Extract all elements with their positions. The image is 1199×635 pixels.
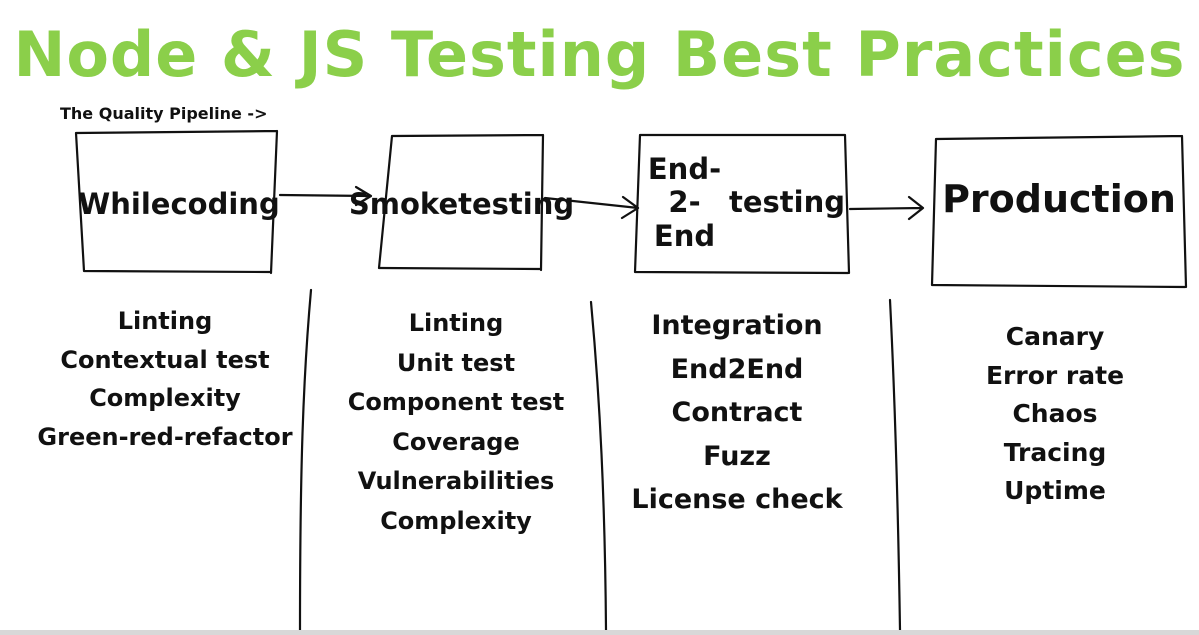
stage-label-while-coding: While coding [78, 150, 279, 260]
list-item: Vulnerabilities [357, 467, 555, 495]
list-item: Uptime [1004, 476, 1106, 505]
list-item: Tracing [1003, 437, 1107, 467]
list-item: Complexity [89, 384, 241, 412]
list-item: Contextual test [60, 345, 270, 374]
stage-label-line: Production [942, 177, 1176, 222]
stage-label-smoke-testing: Smoke testing [349, 150, 574, 260]
stage-label-line: While [78, 187, 171, 222]
list-item: Integration [651, 310, 823, 341]
list-item: Error rate [985, 360, 1125, 390]
arrow-3 [848, 195, 925, 221]
stage-box-smoke-testing [377, 133, 545, 272]
divider-2 [589, 300, 608, 632]
stage-label-line: End-2-End [647, 151, 722, 253]
stage-items-production: Canary Error rate Chaos Tracing Uptime [930, 318, 1180, 511]
stage-box-e2e-testing [633, 133, 851, 275]
bottom-edge [0, 630, 1199, 635]
stage-label-line: testing [729, 185, 845, 220]
stage-label-line: testing [458, 187, 575, 222]
stage-label-production: Production [936, 140, 1182, 260]
list-item: Coverage [392, 427, 520, 456]
stage-label-line: Smoke [348, 187, 459, 222]
list-item: Chaos [1012, 399, 1098, 428]
stage-label-line: coding [170, 187, 280, 222]
list-item: Linting [117, 307, 213, 335]
arrow-1 [278, 185, 373, 207]
divider-3 [888, 298, 902, 632]
stage-box-production [930, 134, 1188, 289]
pipeline-caption: The Quality Pipeline -> [60, 104, 268, 123]
list-item: Contract [671, 397, 803, 428]
list-item: Unit test [396, 348, 516, 377]
stage-items-while-coding: Linting Contextual test Complexity Green… [20, 302, 310, 456]
stage-items-e2e-testing: Integration End2End Contract Fuzz Licens… [612, 304, 862, 522]
list-item: Linting [408, 309, 504, 337]
list-item: Green-red-refactor [37, 422, 293, 451]
list-item: Fuzz [703, 440, 771, 472]
page-title: Node & JS Testing Best Practices [13, 18, 1186, 91]
stage-items-smoke-testing: Linting Unit test Component test Coverag… [318, 304, 594, 541]
arrow-2 [543, 195, 640, 220]
list-item: Complexity [380, 506, 532, 535]
stage-label-e2e-testing: End-2-End testing [640, 148, 845, 258]
stage-box-while-coding [74, 129, 279, 275]
divider-1 [298, 288, 313, 632]
list-item: License check [631, 484, 843, 515]
list-item: Component test [347, 388, 565, 416]
list-item: Canary [1005, 322, 1105, 351]
list-item: End2End [670, 353, 804, 385]
